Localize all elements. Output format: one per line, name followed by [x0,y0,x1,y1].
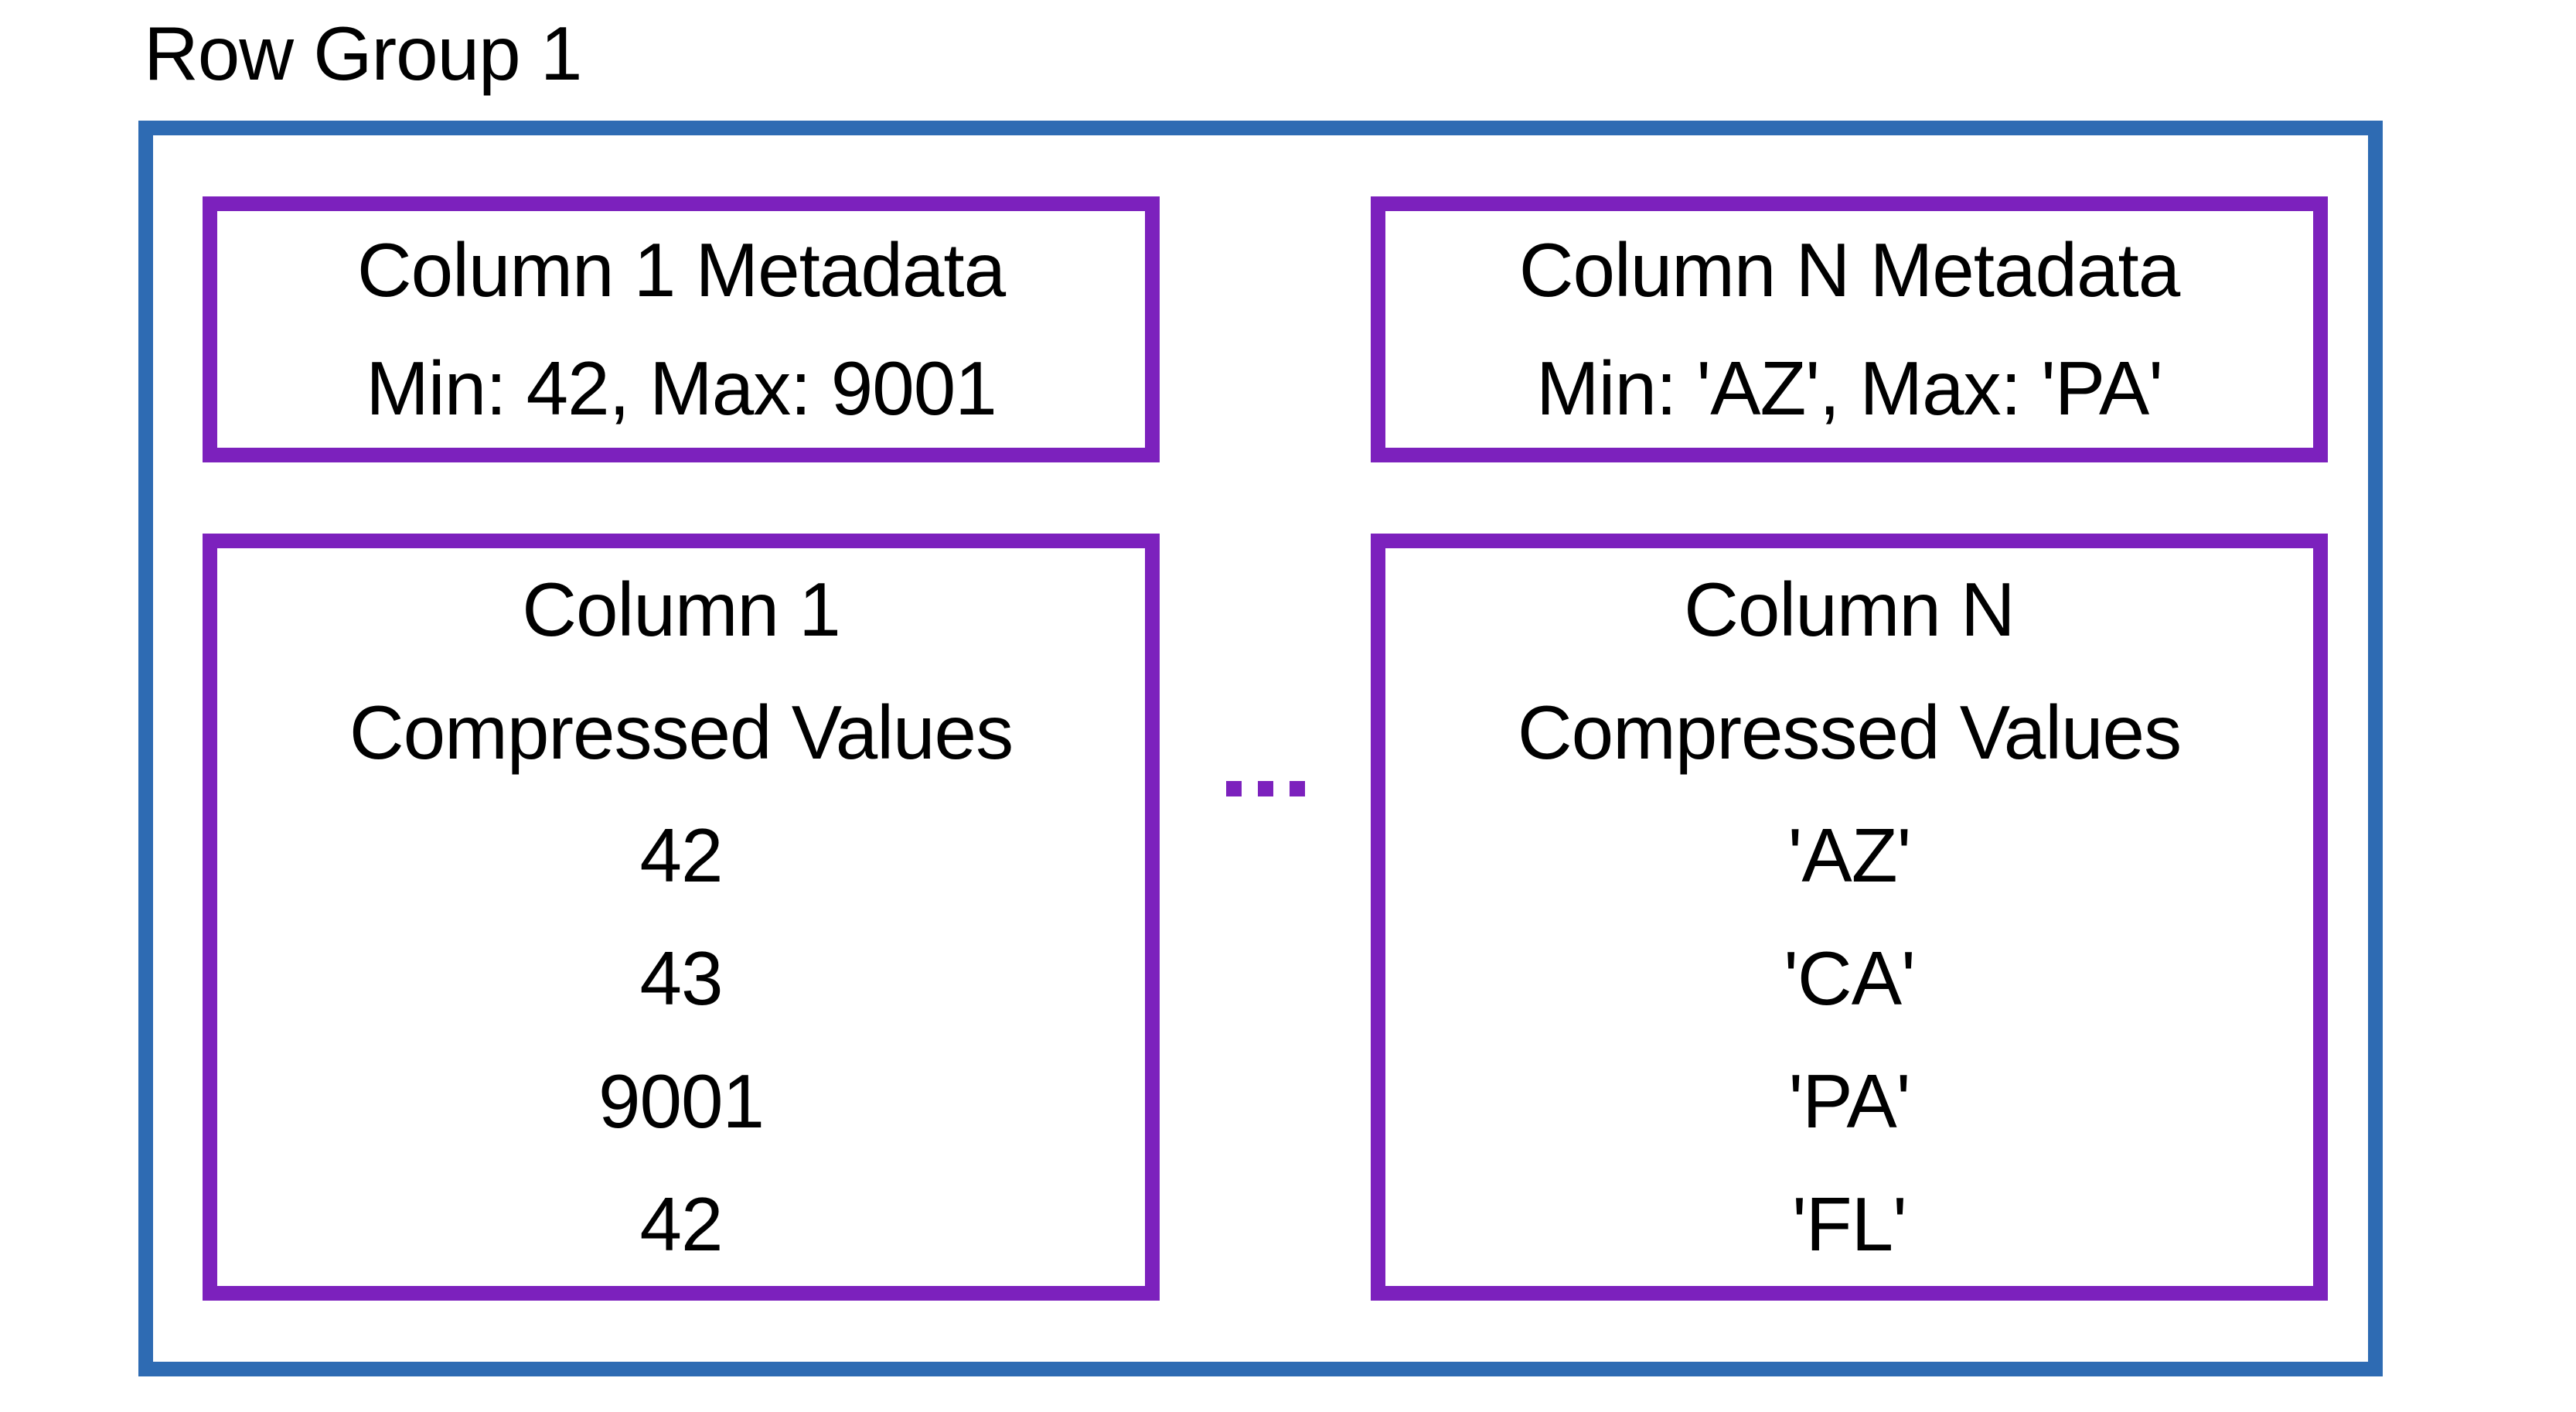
value-item: 43 [639,936,723,1021]
value-item: 9001 [598,1059,765,1144]
column-1-metadata-stats: Min: 42, Max: 9001 [366,346,997,431]
column-n-metadata-title: Column N Metadata [1518,227,2181,312]
row-group-title: Row Group 1 [144,11,582,96]
column-1-values-title-line1: Column 1 [522,567,840,652]
value-item: 'CA' [1784,936,1916,1021]
column-1-values-title-line2: Compressed Values [349,690,1014,775]
value-item: 'AZ' [1787,813,1912,898]
column-1-metadata-title: Column 1 Metadata [356,227,1006,312]
value-item: 'PA' [1788,1059,1911,1144]
column-1-metadata-box: Column 1 Metadata Min: 42, Max: 9001 [203,196,1160,462]
column-n-metadata-stats: Min: 'AZ', Max: 'PA' [1536,346,2163,431]
ellipsis-dot [1289,781,1305,796]
row-group-inner: Column 1 Metadata Min: 42, Max: 9001 Col… [153,135,2368,1362]
ellipsis-dot [1257,781,1273,796]
column-n-metadata-box: Column N Metadata Min: 'AZ', Max: 'PA' [1371,196,2328,462]
ellipsis-icon [1160,746,1371,831]
column-1-values-box: Column 1 Compressed Values 42 43 9001 42 [203,534,1160,1301]
column-n-values-box: Column N Compressed Values 'AZ' 'CA' 'PA… [1371,534,2328,1301]
column-n-values-title-line1: Column N [1684,567,2015,652]
value-item: 42 [639,813,723,898]
column-n-values-title-line2: Compressed Values [1517,690,2182,775]
value-item: 'FL' [1792,1182,1907,1267]
value-item: 42 [639,1182,723,1267]
row-group-box: Column 1 Metadata Min: 42, Max: 9001 Col… [138,121,2383,1376]
ellipsis-dot [1225,781,1242,796]
